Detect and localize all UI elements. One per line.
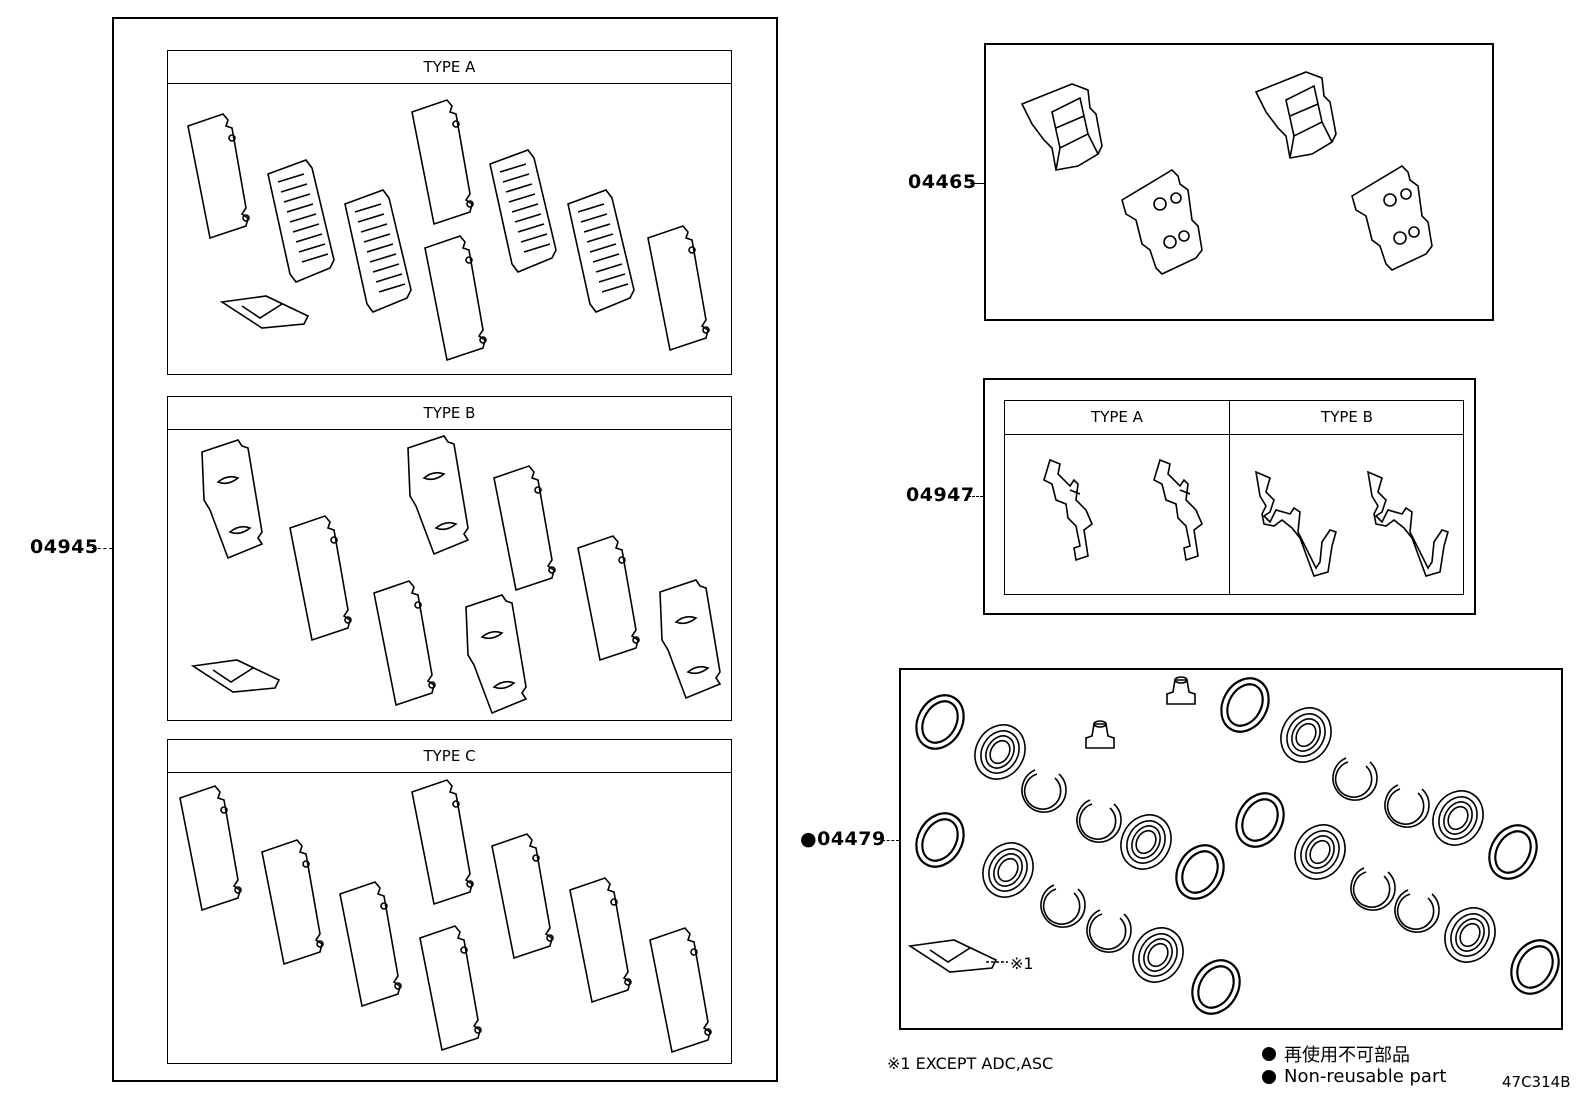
type-b-shim-7 xyxy=(577,535,640,661)
legend-row-english: Non-reusable part xyxy=(1262,1066,1446,1087)
clip-type-b-header: TYPE B xyxy=(1321,408,1373,426)
leader-line-04465 xyxy=(970,183,984,184)
clip-type-a-header: TYPE A xyxy=(1091,408,1143,426)
type-b-shim-6 xyxy=(465,594,527,714)
type-a-slotted-shim-1 xyxy=(267,159,335,283)
type-b-header: TYPE B xyxy=(168,397,731,430)
type-a-shim-1 xyxy=(187,113,250,239)
type-a-shim-3 xyxy=(424,235,487,361)
legend-row-japanese: 再使用不可部品 xyxy=(1262,1041,1410,1067)
leader-line-04947 xyxy=(968,496,983,497)
type-c-shim-7 xyxy=(569,877,632,1003)
type-b-shim-5 xyxy=(373,580,436,706)
header-divider xyxy=(1005,434,1463,435)
non-reusable-marker: ● xyxy=(800,828,818,850)
type-b-shim-1 xyxy=(201,439,263,559)
type-a-slotted-shim-2 xyxy=(344,189,412,313)
type-c-shim-3 xyxy=(339,881,402,1007)
type-b-grease-packet xyxy=(192,659,280,693)
legend-japanese-text: 再使用不可部品 xyxy=(1284,1045,1410,1066)
part-number-04945[interactable]: 04945 xyxy=(30,536,99,558)
type-c-header: TYPE C xyxy=(168,740,731,773)
group-04465-frame xyxy=(984,43,1494,321)
group-04945-type-c-panel: TYPE C xyxy=(167,739,732,1064)
legend-bullet xyxy=(1262,1069,1276,1084)
type-a-slotted-shim-4 xyxy=(567,189,635,313)
type-c-shim-2 xyxy=(261,839,324,965)
type-a-slotted-shim-3 xyxy=(489,149,557,273)
group-04947-inner-frame: TYPE A TYPE B xyxy=(1004,400,1464,595)
type-b-shim-3 xyxy=(407,435,469,555)
legend-english-text: Non-reusable part xyxy=(1284,1066,1447,1087)
part-number-04947[interactable]: 04947 xyxy=(906,484,975,506)
group-04945-type-b-panel: TYPE B xyxy=(167,396,732,721)
group-04945-type-a-panel: TYPE A xyxy=(167,50,732,375)
type-c-shim-8 xyxy=(649,927,712,1053)
type-b-shim-8 xyxy=(659,579,721,699)
type-c-shim-1 xyxy=(179,785,242,911)
figure-code: 47C314B xyxy=(1502,1073,1571,1091)
legend-bullet xyxy=(1262,1047,1276,1061)
type-a-header: TYPE A xyxy=(168,51,731,84)
type-divider xyxy=(1229,401,1230,594)
footnote-except: ※1 EXCEPT ADC,ASC xyxy=(887,1054,1054,1073)
except-callout: ※1 xyxy=(1010,954,1034,973)
type-a-grease-packet xyxy=(221,295,309,329)
part-number-04479[interactable]: ●04479 xyxy=(800,828,886,850)
type-c-shim-4 xyxy=(411,779,474,905)
group-04945-frame xyxy=(112,17,778,1082)
leader-line-04479 xyxy=(882,840,899,841)
type-a-shim-4 xyxy=(647,225,710,351)
type-c-shim-5 xyxy=(491,833,554,959)
type-c-shim-6 xyxy=(419,925,482,1051)
group-04479-frame xyxy=(899,668,1563,1030)
part-number-04479-label: 04479 xyxy=(817,828,886,850)
part-number-04465[interactable]: 04465 xyxy=(908,171,977,193)
leader-line-04945 xyxy=(92,548,112,549)
type-b-shim-4 xyxy=(493,465,556,591)
type-a-shim-2 xyxy=(411,99,474,225)
group-04947-frame xyxy=(983,378,1476,615)
type-b-shim-2 xyxy=(289,515,352,641)
